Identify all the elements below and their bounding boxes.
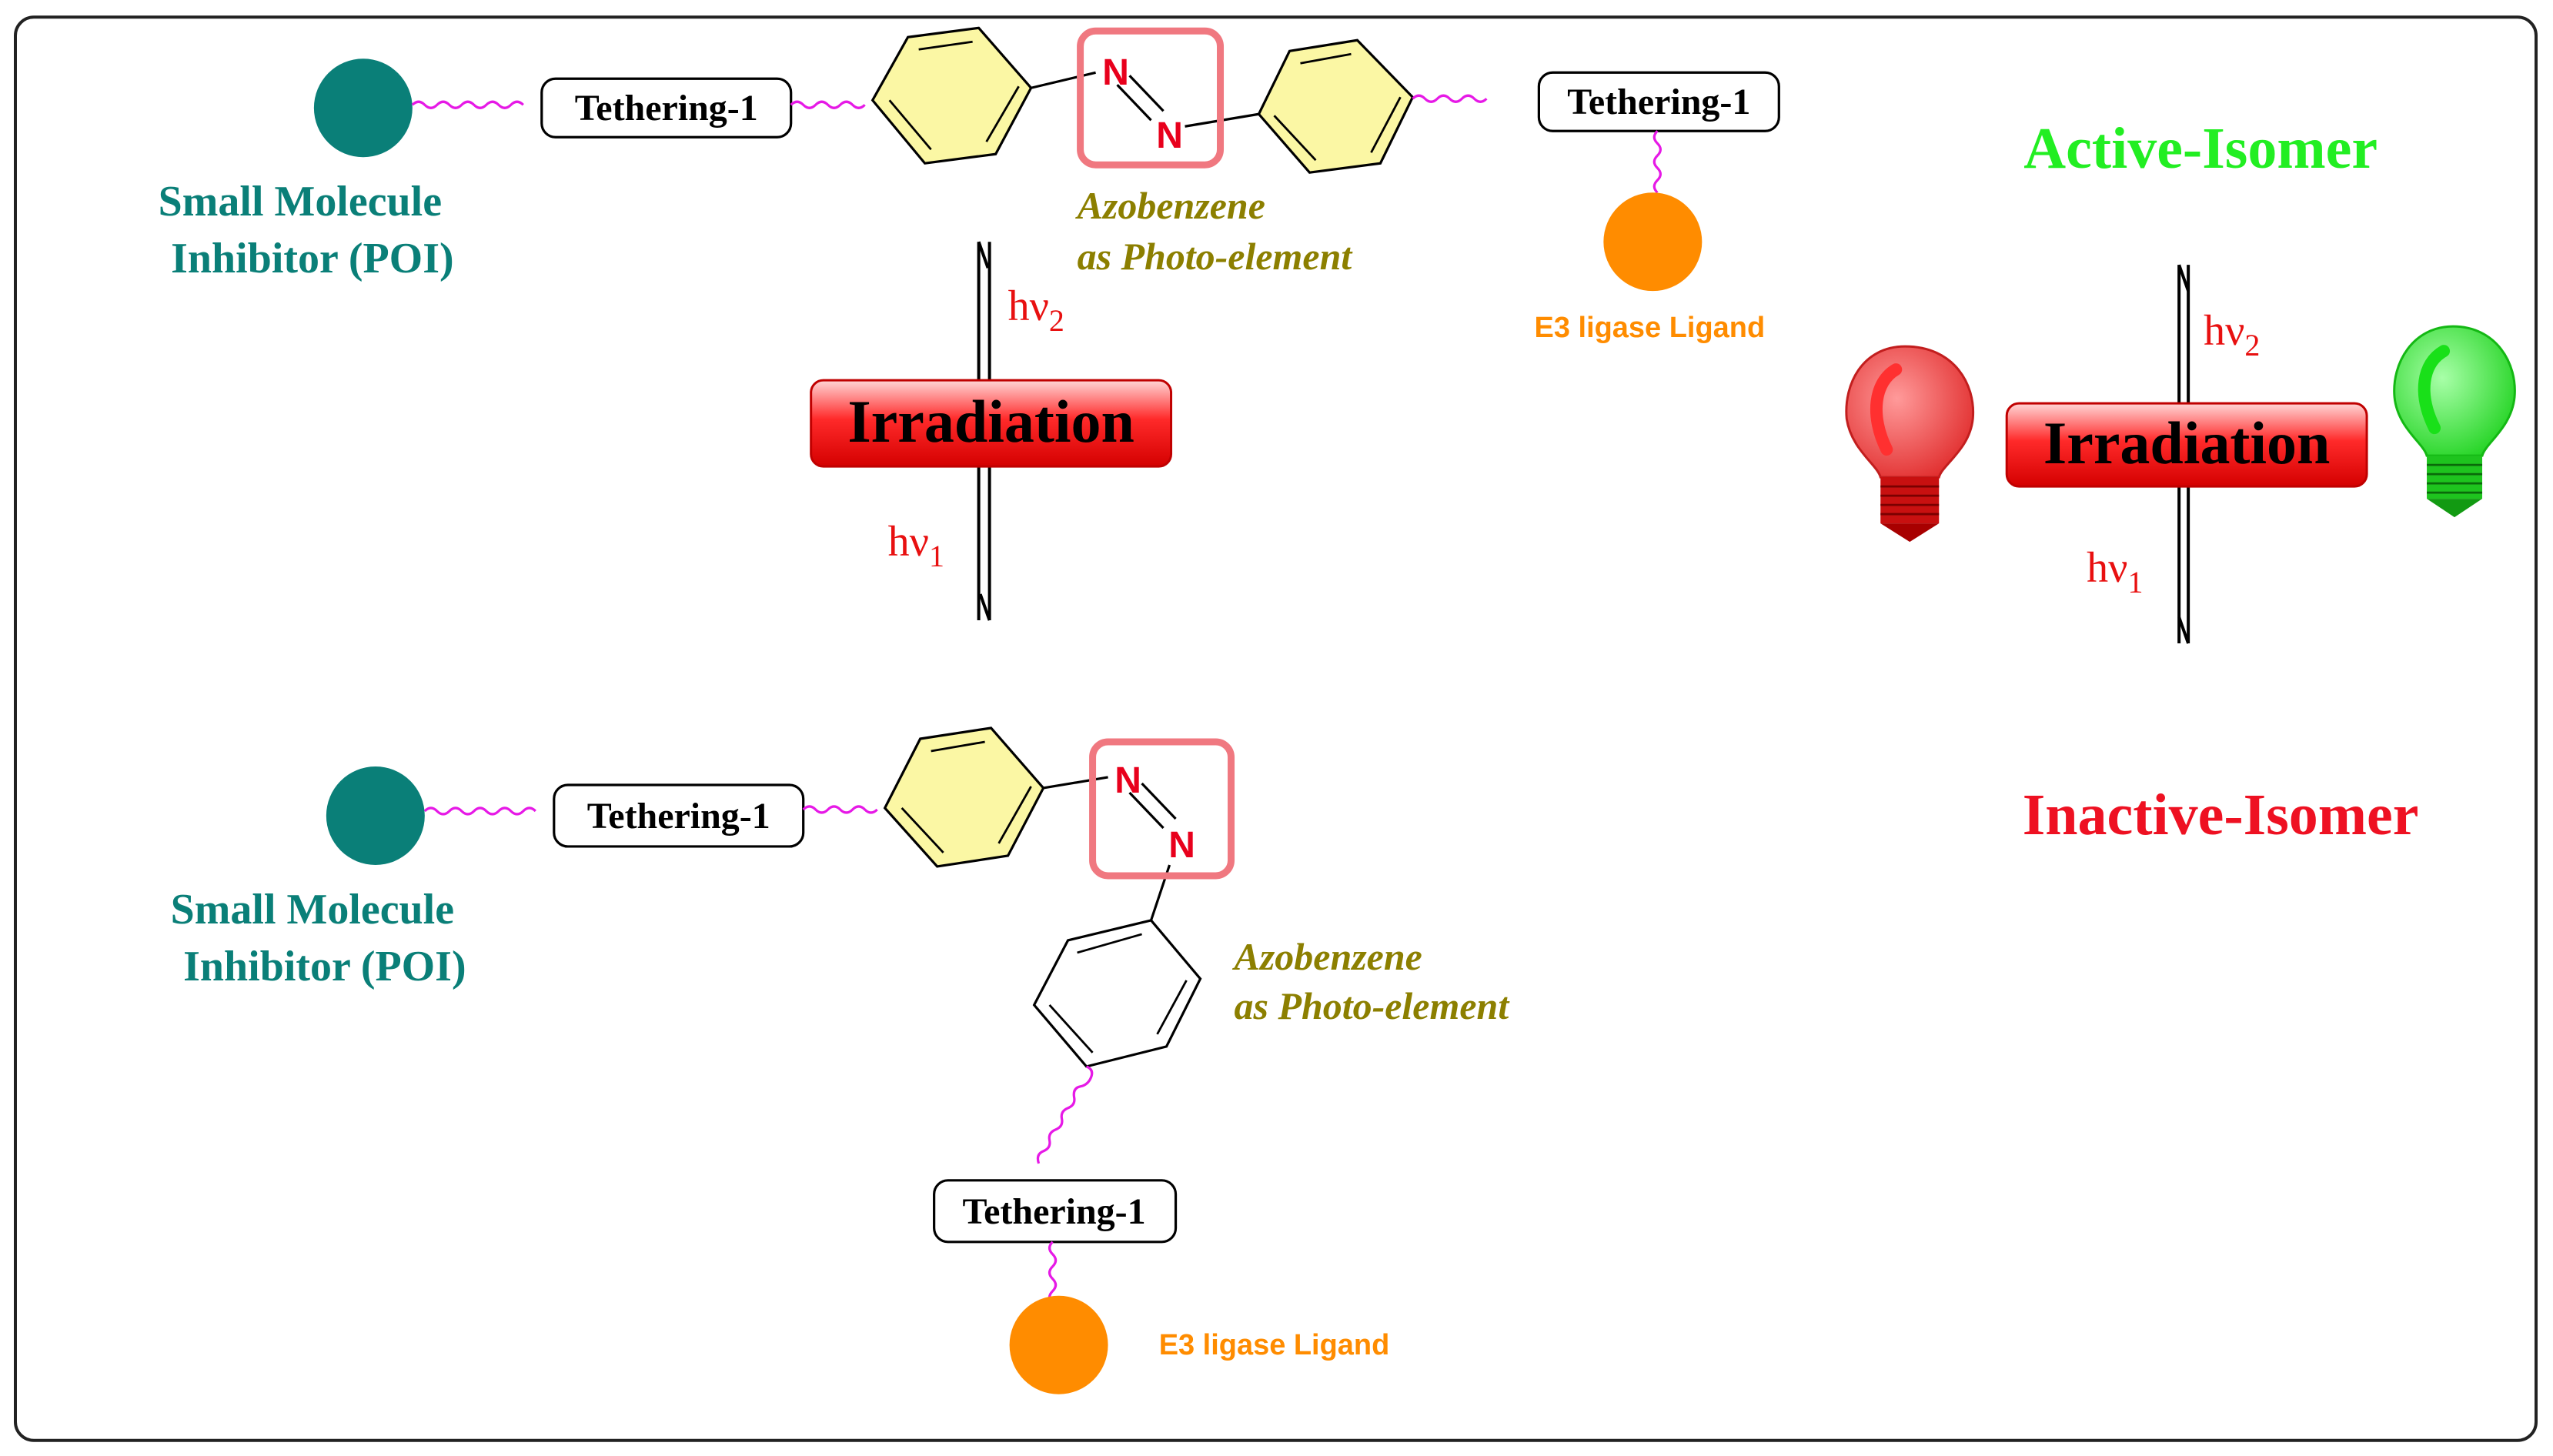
bottom-azo-highlight-box — [1089, 738, 1235, 880]
bottom-azo-caption-line2: as Photo-element — [1235, 984, 1511, 1027]
bottom-ring-upper-inner-3 — [901, 807, 944, 853]
top-tether-left: Tethering-1 — [575, 88, 758, 129]
outer-frame — [13, 15, 2538, 1442]
right-irradiation-box — [2005, 402, 2368, 488]
bottom-tether-left-box — [553, 783, 805, 848]
top-azo-n2: N — [1156, 115, 1183, 156]
top-benzene-ring-right — [1257, 38, 1415, 174]
top-tether-right-box — [1537, 71, 1780, 132]
bottom-inhibitor-label-line1: Small Molecule — [171, 886, 454, 933]
bottom-ring-lower-inner-3 — [1048, 1004, 1094, 1054]
left-arrow-up-head — [977, 241, 990, 269]
bottom-azo-n1: N — [1114, 760, 1141, 801]
top-tether-left-box — [540, 77, 793, 139]
top-ring-right-inner-3 — [1273, 115, 1317, 162]
bottom-ring-upper-inner-1 — [931, 740, 985, 753]
top-inhibitor-label-line1: Small Molecule — [159, 178, 442, 225]
top-azo-n1: N — [1102, 52, 1129, 93]
top-squiggle-3 — [1412, 94, 1488, 103]
bottom-tether-left: Tethering-1 — [587, 796, 770, 837]
bottom-bond-to-n1 — [1043, 776, 1108, 790]
bottom-benzene-ring-upper — [883, 726, 1045, 868]
left-hv-bottom: hν1 — [888, 518, 944, 573]
top-squiggle-2 — [790, 100, 866, 109]
top-e3-label: E3 ligase Ligand — [1535, 312, 1766, 344]
inactive-isomer-label: Inactive-Isomer — [2023, 783, 2419, 847]
bottom-squiggle-1 — [423, 806, 536, 816]
active-isomer-label: Active-Isomer — [2023, 116, 2378, 181]
top-ring-left-inner-1 — [918, 40, 973, 51]
left-arrow-down-head — [978, 593, 991, 621]
bottom-azo-double-1 — [1128, 791, 1165, 830]
bottom-ring-lower-inner-1 — [1077, 933, 1142, 954]
bottom-ring-upper-inner-2 — [997, 786, 1032, 844]
top-molecule: Tethering-1 N N Tethering-1 E3 ligase Li… — [159, 26, 1780, 344]
bottom-e3-label: E3 ligase Ligand — [1159, 1329, 1390, 1361]
top-squiggle-4 — [1652, 130, 1662, 194]
bottom-squiggle-4 — [1048, 1241, 1058, 1304]
bottom-azo-double-2 — [1141, 782, 1177, 820]
bottom-tether-bottom-box — [933, 1179, 1178, 1244]
top-azo-double-2 — [1128, 75, 1165, 112]
top-ring-right-inner-1 — [1300, 52, 1352, 65]
right-hv-bottom: hν1 — [2087, 544, 2143, 599]
top-e3-ligand-sphere — [1603, 192, 1703, 292]
light-bulb-on-icon — [2393, 325, 2516, 518]
bottom-tether-bottom: Tethering-1 — [963, 1191, 1146, 1232]
top-azo-caption-line2: as Photo-element — [1078, 235, 1354, 278]
top-ring-right-inner-2 — [1370, 96, 1402, 153]
top-bond-to-n1 — [1031, 71, 1096, 89]
bottom-molecule: Tethering-1 N N Tethering-1 E3 ligase Li… — [171, 726, 1511, 1394]
top-azo-highlight-box — [1077, 27, 1225, 169]
right-irradiation-label: Irradiation — [2043, 410, 2331, 476]
top-azo-caption-line1: Azobenzene — [1075, 184, 1265, 227]
bottom-inhibitor-label-line2: Inhibitor (POI) — [183, 943, 466, 990]
right-hv-top: hν2 — [2204, 307, 2260, 362]
bottom-squiggle-3 — [1036, 1065, 1094, 1164]
top-tether-right: Tethering-1 — [1567, 82, 1750, 122]
bottom-azo-n2: N — [1168, 825, 1195, 866]
bottom-inhibitor-sphere — [326, 766, 425, 865]
top-ring-left-inner-2 — [985, 85, 1020, 142]
light-bulb-off-icon — [1845, 345, 1975, 543]
top-ring-left-inner-3 — [888, 99, 932, 151]
left-irradiation-box — [810, 379, 1173, 468]
top-inhibitor-label-line2: Inhibitor (POI) — [171, 235, 454, 282]
bottom-squiggle-2 — [802, 805, 878, 814]
top-inhibitor-sphere — [313, 58, 413, 158]
top-squiggle-1 — [411, 100, 524, 109]
right-arrow-down-head — [2177, 616, 2190, 644]
top-azo-double-1 — [1116, 84, 1152, 122]
left-hv-top: hν2 — [1008, 282, 1064, 338]
bottom-ring-lower-inner-2 — [1156, 980, 1188, 1035]
bottom-azo-caption-line1: Azobenzene — [1232, 935, 1422, 978]
left-equilibrium: Irradiation hν2 hν1 — [810, 241, 1173, 621]
bottom-e3-ligand-sphere — [1009, 1295, 1108, 1394]
right-equilibrium: Active-Isomer Irradiation hν2 hν1 Inacti… — [1845, 116, 2516, 847]
left-irradiation-label: Irradiation — [847, 389, 1134, 455]
top-benzene-ring-left — [870, 26, 1033, 165]
